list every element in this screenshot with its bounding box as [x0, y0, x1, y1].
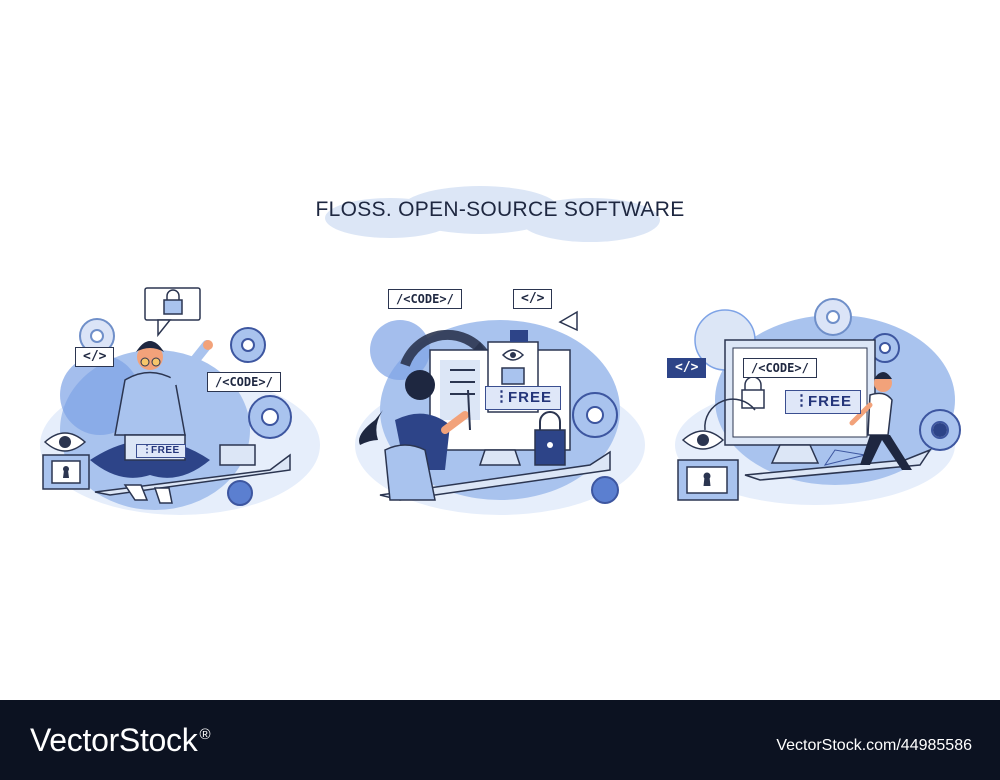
html-tag-label: </> — [75, 347, 115, 367]
html-tag-label: </> — [513, 289, 553, 309]
scene-1-illustration — [40, 287, 320, 515]
padlock-icon — [534, 411, 566, 466]
code-tag-label: /<CODE>/ — [743, 358, 817, 378]
gear-icon — [248, 395, 292, 439]
illustration-canvas: FLOSS. OPEN-SOURCE SOFTWARE — [0, 0, 1000, 700]
scene-2-illustration — [355, 310, 645, 515]
footer-bar: VectorStock® VectorStock.com/44985586 — [0, 700, 1000, 780]
registered-mark: ® — [199, 726, 211, 744]
lock-bubble-icon — [144, 287, 201, 338]
scene-developer-desktop: </> /<CODE>/ FREE — [665, 280, 965, 520]
keyhole-lock-icon — [677, 459, 739, 501]
eye-icon — [43, 432, 87, 452]
gear-icon — [227, 480, 253, 506]
gear-icon — [870, 333, 900, 363]
title-cloud-shape — [325, 186, 660, 242]
brand-name: VectorStock — [30, 722, 198, 758]
chair — [384, 444, 436, 501]
developer-figure — [849, 372, 912, 470]
asset-id: VectorStock.com/44985586 — [776, 737, 972, 754]
gear-icon — [591, 476, 619, 504]
gear-icon — [572, 392, 618, 438]
eye-icon — [681, 430, 725, 450]
gear-icon — [814, 298, 852, 336]
gear-icon — [230, 327, 266, 363]
title-block: FLOSS. OPEN-SOURCE SOFTWARE — [300, 180, 700, 250]
code-tag-label: /<CODE>/ — [388, 289, 462, 309]
scene-developer-monitor: /<CODE>/ </> FREE — [350, 280, 650, 520]
free-badge: FREE — [785, 390, 862, 414]
keyhole-lock-icon — [42, 454, 90, 490]
page-title: FLOSS. OPEN-SOURCE SOFTWARE — [315, 198, 685, 221]
brand-logo: VectorStock® — [30, 722, 211, 759]
code-tag-label: /<CODE>/ — [207, 372, 281, 392]
html-tag-label: </> — [667, 358, 707, 378]
scene-developer-laptop: </> /<CODE>/ FREE — [30, 280, 330, 520]
target-icon — [933, 423, 947, 437]
free-badge: FREE — [485, 386, 562, 410]
free-badge: FREE — [136, 444, 186, 458]
